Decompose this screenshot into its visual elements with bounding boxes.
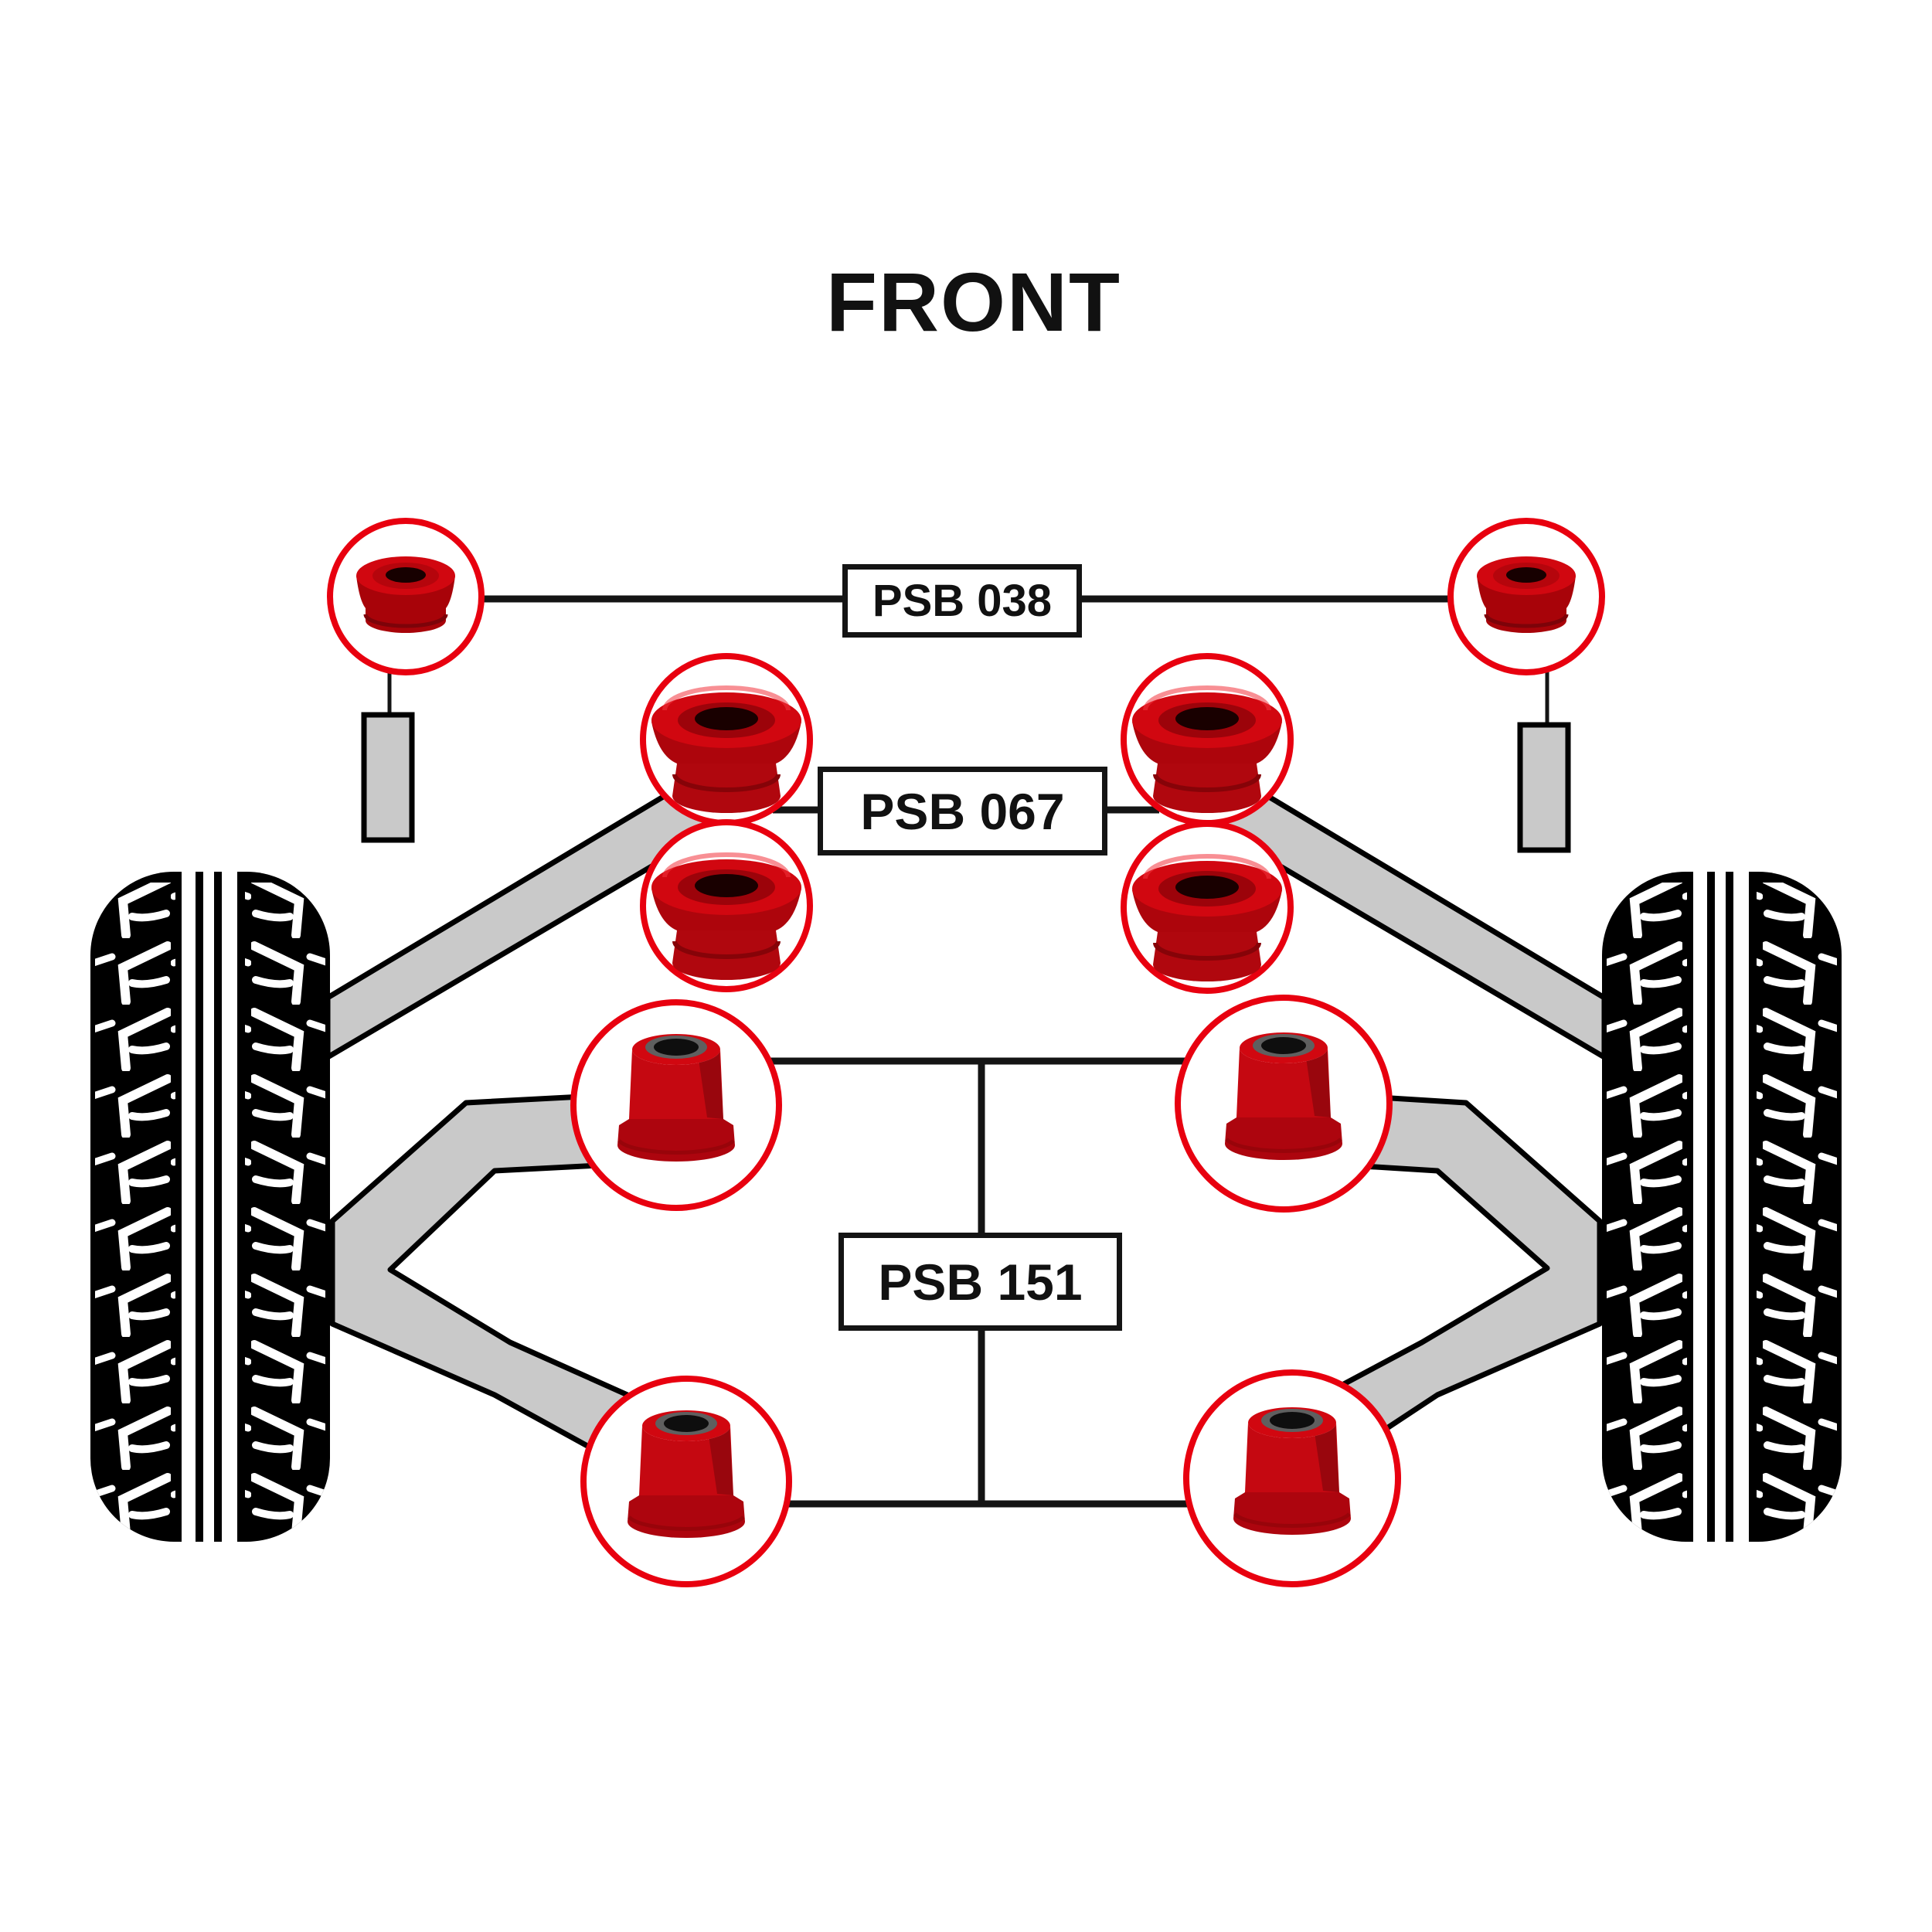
bushing-psb151-right-upper bbox=[1225, 1032, 1342, 1160]
label-psb151-text: PSB 151 bbox=[878, 1253, 1083, 1311]
bushing-psb151-left-upper bbox=[617, 1034, 735, 1162]
bushing-psb151-right-lower bbox=[1233, 1407, 1351, 1535]
label-psb067-text: PSB 067 bbox=[860, 782, 1065, 840]
label-psb038: PSB 038 bbox=[842, 564, 1082, 638]
tire-left bbox=[90, 872, 330, 1542]
bushing-psb151-left-lower bbox=[628, 1410, 745, 1538]
label-psb067: PSB 067 bbox=[818, 767, 1107, 855]
tire-right bbox=[1602, 872, 1842, 1542]
end-link-right bbox=[1517, 722, 1571, 853]
bushing-psb067-left-upper bbox=[651, 688, 801, 813]
bushing-psb038-right bbox=[1477, 556, 1576, 633]
diagram-title: FRONT bbox=[826, 254, 1121, 349]
label-psb038-text: PSB 038 bbox=[872, 576, 1053, 626]
end-link-left bbox=[361, 712, 415, 843]
bushing-psb067-right-lower bbox=[1132, 856, 1282, 981]
label-psb151: PSB 151 bbox=[838, 1233, 1122, 1331]
bushing-psb067-right-upper bbox=[1132, 688, 1282, 813]
bushing-psb067-left-lower bbox=[651, 855, 801, 980]
bushing-psb038-left bbox=[356, 556, 455, 633]
